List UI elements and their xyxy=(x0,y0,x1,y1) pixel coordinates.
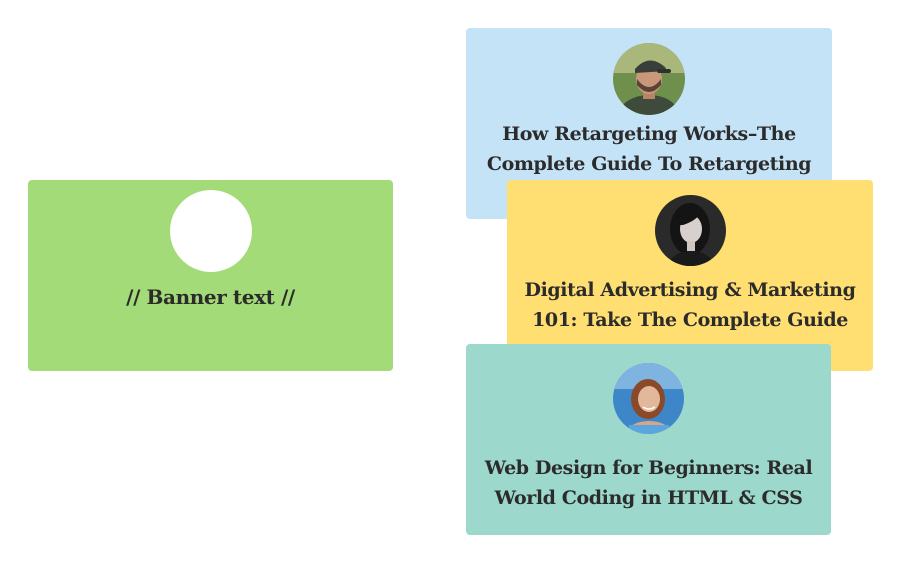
banner-text: // Banner text // xyxy=(126,285,295,309)
course-title[interactable]: Web Design for Beginners: Real World Cod… xyxy=(484,457,813,509)
woman-dark-hair-avatar xyxy=(654,195,726,266)
woman-red-hair-avatar xyxy=(613,363,684,434)
course-title[interactable]: Digital Advertising & Marketing 101: Tak… xyxy=(524,279,856,331)
course-card[interactable]: Web Design for Beginners: Real World Cod… xyxy=(466,344,831,535)
course-card[interactable]: Digital Advertising & Marketing 101: Tak… xyxy=(507,180,873,371)
course-title[interactable]: How Retargeting Works–The Complete Guide… xyxy=(486,123,812,175)
banner-card[interactable]: // Banner text // xyxy=(28,180,393,371)
avatar-placeholder xyxy=(169,190,252,272)
man-with-cap-avatar xyxy=(613,43,685,115)
